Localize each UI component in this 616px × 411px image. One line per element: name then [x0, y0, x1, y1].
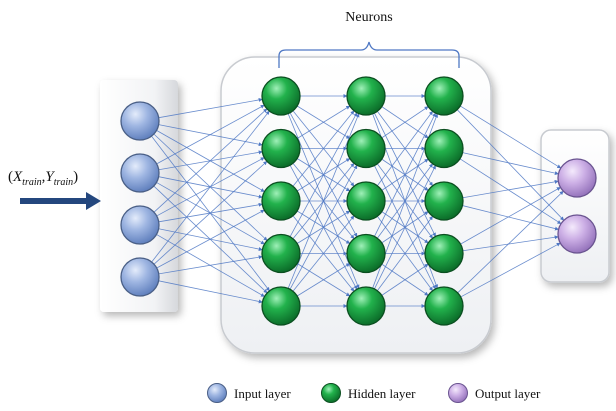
- connection-hidden-3-2-to-output-2: [459, 158, 562, 225]
- connection-hidden-2-5-to-hidden-3-2: [374, 165, 436, 290]
- connection-hidden-2-4-to-hidden-3-1: [374, 112, 436, 237]
- neurons-brace: [278, 41, 460, 68]
- connections-group: [151, 94, 565, 308]
- neuron-input-1: [120, 101, 160, 141]
- connection-hidden-3-3-to-output-1: [462, 179, 559, 199]
- neuron-hidden-3-2: [424, 128, 464, 169]
- connection-hidden-1-5-to-hidden-2-4: [296, 263, 351, 297]
- legend-input-swatch: [207, 383, 227, 403]
- connection-hidden-3-1-to-output-1: [459, 105, 562, 169]
- connection-input-3-to-hidden-1-1: [153, 108, 268, 213]
- connection-hidden-3-4-to-output-1: [460, 187, 561, 245]
- neuron-hidden-3-5: [424, 286, 464, 326]
- connection-input-4-to-hidden-1-5: [158, 280, 263, 304]
- connection-hidden-3-1-to-output-2: [456, 109, 565, 221]
- connection-hidden-1-4-to-hidden-2-1: [289, 112, 358, 237]
- connection-hidden-3-2-to-output-1: [462, 152, 559, 176]
- connection-input-1-to-hidden-1-1: [158, 97, 263, 119]
- connection-hidden-1-2-to-hidden-2-1: [296, 105, 351, 139]
- comma: ,: [42, 169, 46, 185]
- legend-output-swatch: [448, 383, 468, 403]
- neuron-hidden-1-3: [261, 181, 301, 221]
- connection-input-4-to-hidden-1-3: [156, 209, 265, 269]
- legend-hidden-label: Hidden layer: [348, 386, 416, 401]
- x-variable: X: [12, 169, 23, 185]
- neuron-input-3: [120, 205, 160, 245]
- y-subscript: train: [54, 177, 73, 188]
- neuron-output-2: [557, 214, 597, 254]
- connection-input-4-to-hidden-1-1: [151, 110, 270, 263]
- connection-hidden-1-5-to-hidden-2-1: [287, 113, 360, 289]
- connection-hidden-1-3-to-hidden-2-1: [292, 110, 355, 187]
- input-arrow-icon: [20, 192, 101, 210]
- neuron-hidden-3-4: [424, 233, 464, 274]
- neuron-input-2: [120, 153, 160, 193]
- neuron-input-4: [120, 257, 160, 297]
- connection-hidden-3-5-to-output-1: [457, 190, 564, 294]
- legend-hidden-swatch: [321, 383, 341, 403]
- output-layer-panel: [540, 129, 610, 283]
- connection-hidden-3-5-to-output-2: [460, 242, 561, 298]
- legend-input-label: Input layer: [234, 386, 291, 401]
- y-variable: Y: [45, 169, 55, 185]
- neuron-hidden-3-3: [424, 181, 464, 221]
- connection-input-4-to-hidden-1-2: [153, 161, 268, 265]
- neuron-hidden-2-2: [346, 128, 386, 169]
- neuron-hidden-1-2: [261, 128, 301, 169]
- neuron-hidden-1-5: [261, 286, 301, 326]
- legend: Input layer Hidden layer Output layer: [207, 383, 541, 403]
- connection-input-4-to-hidden-1-4: [158, 255, 263, 275]
- neurons-label: Neurons: [345, 10, 392, 25]
- neuron-hidden-2-5: [346, 286, 386, 326]
- neuron-hidden-2-4: [346, 233, 386, 274]
- connection-hidden-2-5-to-hidden-3-4: [381, 263, 429, 296]
- connection-hidden-3-4-to-output-2: [462, 235, 559, 252]
- connection-hidden-3-3-to-output-2: [462, 205, 559, 231]
- neuron-hidden-2-1: [346, 76, 386, 116]
- close-paren: ): [73, 169, 78, 185]
- connection-hidden-2-2-to-hidden-3-1: [381, 106, 429, 139]
- training-data-label: (Xtrain,Ytrain): [8, 169, 78, 188]
- neuron-hidden-3-1: [424, 76, 464, 116]
- connection-hidden-1-5-to-hidden-2-3: [292, 215, 355, 292]
- connection-input-2-to-hidden-1-1: [156, 104, 265, 165]
- neuron-hidden-1-4: [261, 233, 301, 274]
- open-paren: (: [8, 169, 13, 185]
- connection-hidden-2-5-to-hidden-3-3: [377, 215, 433, 291]
- neurons-group: [120, 76, 597, 326]
- neuron-output-1: [557, 158, 597, 198]
- x-subscript: train: [22, 177, 41, 188]
- legend-output-label: Output layer: [475, 386, 541, 401]
- neuron-hidden-1-1: [261, 76, 301, 116]
- connection-hidden-1-5-to-hidden-2-2: [289, 164, 358, 290]
- connection-hidden-2-3-to-hidden-3-1: [377, 110, 433, 186]
- neuron-hidden-2-3: [346, 181, 386, 221]
